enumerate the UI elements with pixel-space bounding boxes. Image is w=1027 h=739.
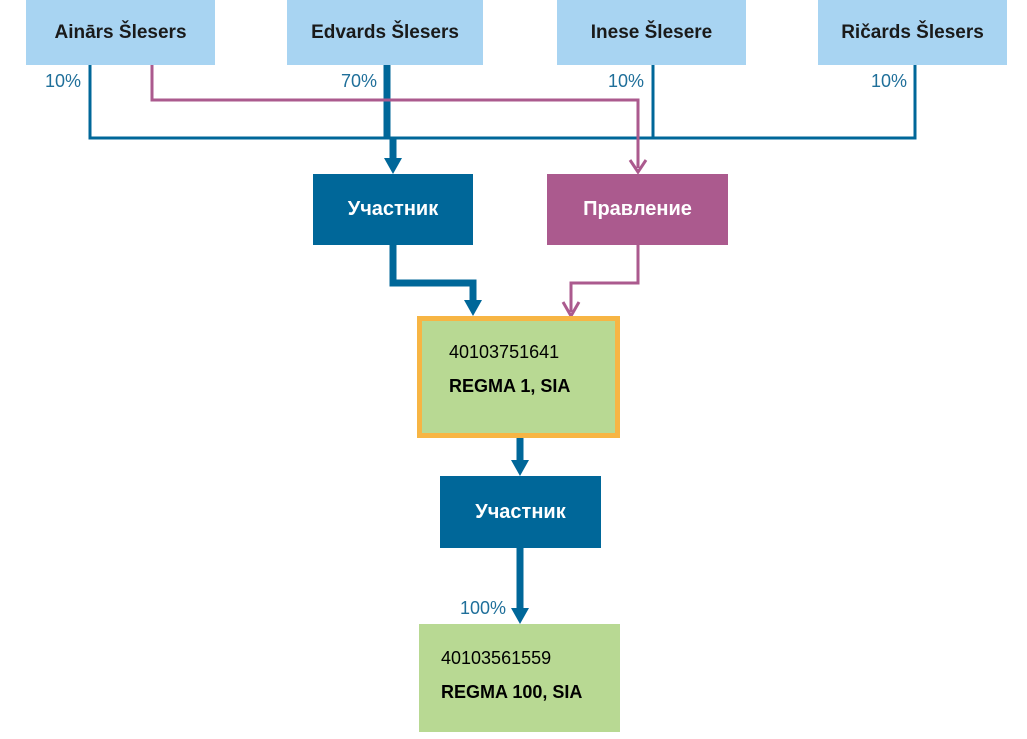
shareholder-name: Edvards Šlesers [311, 21, 459, 43]
company-name: REGMA 1, SIA [449, 376, 571, 396]
company-name: REGMA 100, SIA [441, 682, 583, 702]
shareholder-name: Inese Šlesere [590, 21, 713, 43]
share-label-regma-100: 100% [460, 598, 507, 618]
shareholder-box-ricards: Ričards Šlesers [818, 0, 1007, 65]
company-code: 40103561559 [441, 648, 552, 668]
role-label: Правление [583, 198, 692, 220]
shareholder-name: Ričards Šlesers [841, 21, 984, 43]
member-arrowheads [384, 158, 529, 624]
role-box-member-top: Участник [313, 174, 473, 245]
shareholder-name: Ainārs Šlesers [54, 21, 187, 43]
role-label: Участник [347, 198, 439, 220]
shareholder-box-edvards: Edvards Šlesers [287, 0, 483, 65]
board-links [150, 65, 640, 312]
company-box-regma-100: 40103561559 REGMA 100, SIA [419, 624, 620, 732]
company-box-regma-1: 40103751641 REGMA 1, SIA [417, 316, 620, 438]
company-code: 40103751641 [449, 342, 560, 362]
shareholder-box-ainars: Ainārs Šlesers [26, 0, 215, 65]
share-label-ainars: 10% [45, 71, 82, 91]
role-box-member-bottom: Участник [440, 476, 601, 548]
role-box-board: Правление [547, 174, 728, 245]
share-label-edvards: 70% [341, 71, 378, 91]
share-label-ricards: 10% [871, 71, 908, 91]
share-label-inese: 10% [608, 71, 645, 91]
shareholder-box-inese: Inese Šlesere [557, 0, 746, 65]
member-links [88, 65, 917, 140]
role-label: Участник [475, 500, 566, 523]
